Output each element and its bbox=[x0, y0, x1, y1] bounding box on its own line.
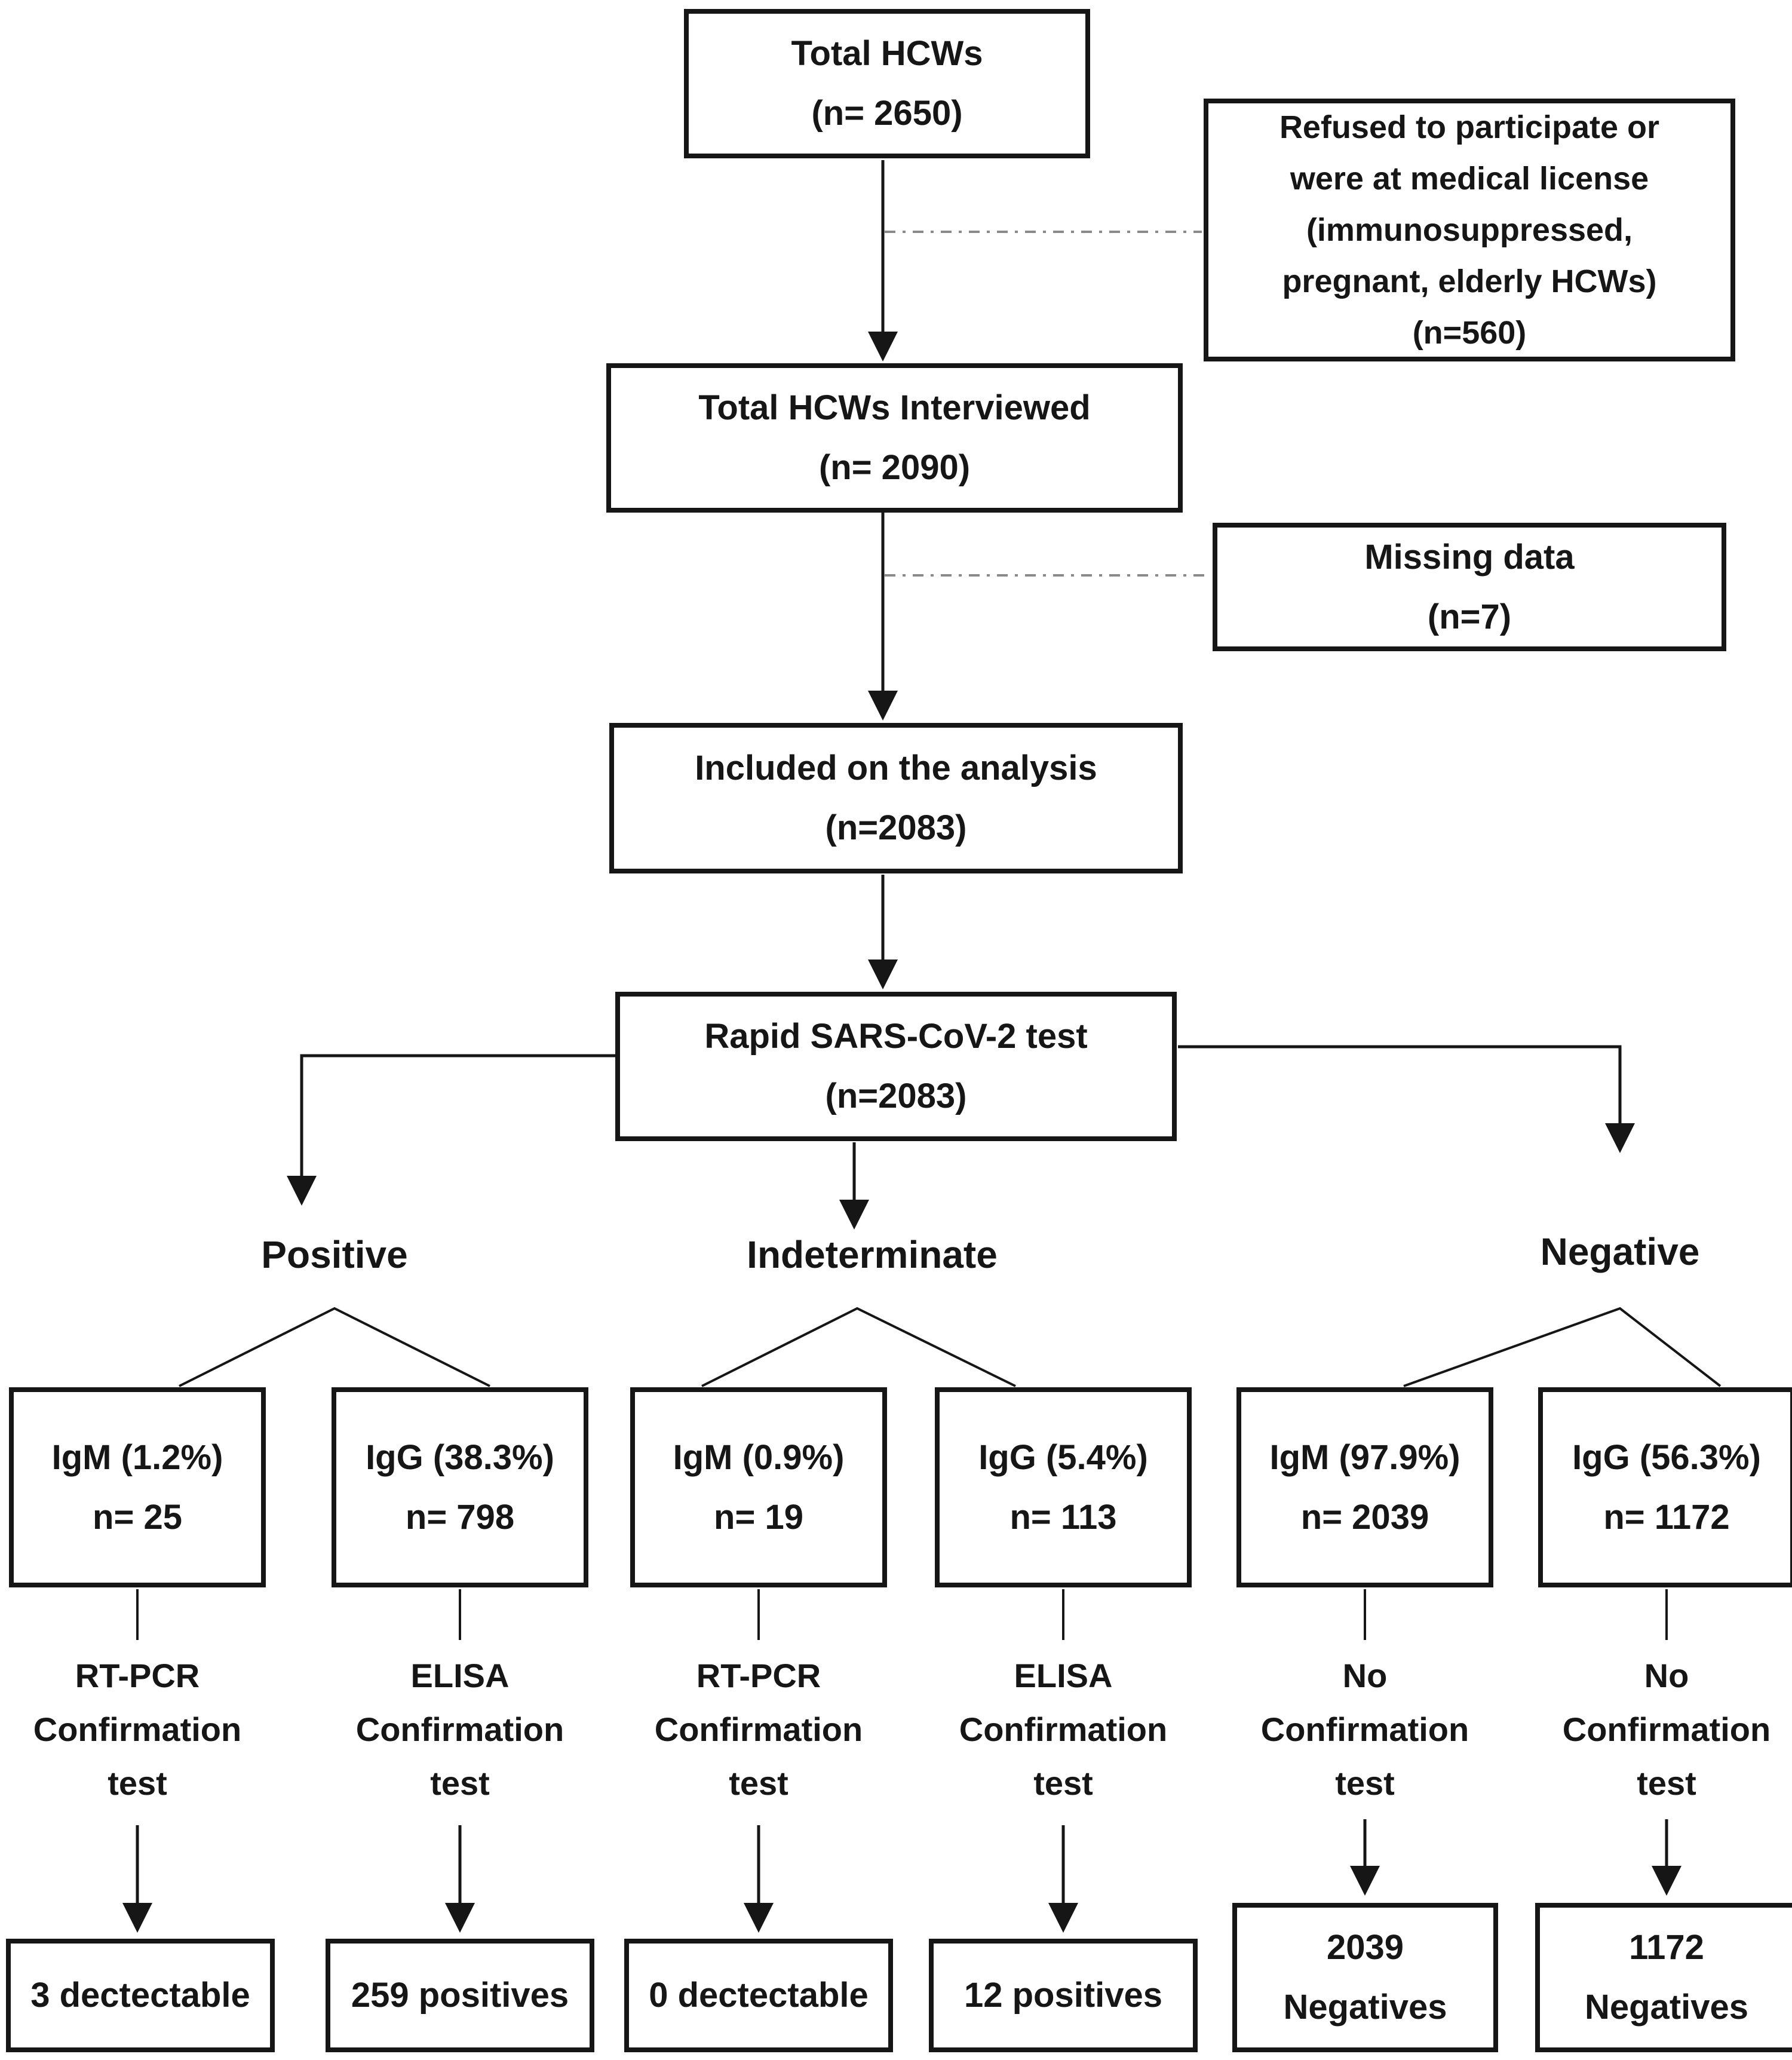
node-refused: Refused to participate or were at medica… bbox=[1204, 99, 1735, 361]
branch-label-negative: Negative bbox=[1540, 1230, 1700, 1273]
label-negative-igg-confirmation: No Confirmation test bbox=[1562, 1657, 1771, 1802]
label-indeterminate-igg-confirmation: ELISA Confirmation test bbox=[959, 1657, 1168, 1802]
label-positive-igg-confirmation: ELISA Confirmation test bbox=[355, 1657, 564, 1802]
node-interviewed-text: Total HCWs Interviewed (n= 2090) bbox=[698, 388, 1091, 487]
node-negative-igg-outcome-text: 1172 Negatives bbox=[1584, 1928, 1749, 2027]
node-negative-igm-outcome-text: 2039 Negatives bbox=[1283, 1928, 1447, 2027]
arrow-rapid-to-positive bbox=[287, 1054, 616, 1206]
node-positive-igg-outcome-text: 259 positives bbox=[351, 1976, 569, 2015]
node-indeterminate-igm-text: IgM (0.9%) n= 19 bbox=[673, 1437, 845, 1537]
label-negative-igm-confirmation: No Confirmation test bbox=[1260, 1657, 1469, 1802]
node-total-hcws: Total HCWs (n= 2650) bbox=[684, 9, 1090, 158]
branch-caret-negative bbox=[1403, 1307, 1722, 1387]
node-included: Included on the analysis (n=2083) bbox=[609, 723, 1183, 873]
node-negative-igm-outcome: 2039 Negatives bbox=[1232, 1903, 1498, 2052]
node-positive-igm-outcome: 3 dectectable bbox=[6, 1939, 275, 2052]
node-total-hcws-text: Total HCWs (n= 2650) bbox=[791, 34, 983, 133]
node-positive-igg-text: IgG (38.3%) n= 798 bbox=[366, 1437, 554, 1537]
label-indeterminate-igm-confirmation: RT-PCR Confirmation test bbox=[654, 1657, 863, 1802]
node-indeterminate-igg-outcome: 12 positives bbox=[929, 1939, 1198, 2052]
label-positive-igm-confirmation: RT-PCR Confirmation test bbox=[33, 1657, 242, 1802]
branch-caret-positive bbox=[179, 1307, 490, 1387]
node-indeterminate-igm-outcome-text: 0 dectectable bbox=[649, 1976, 869, 2015]
node-positive-igm-text: IgM (1.2%) n= 25 bbox=[51, 1437, 223, 1537]
node-rapid-test: Rapid SARS-CoV-2 test (n=2083) bbox=[615, 992, 1177, 1141]
node-indeterminate-igg-outcome-text: 12 positives bbox=[963, 1976, 1163, 2015]
node-indeterminate-igm: IgM (0.9%) n= 19 bbox=[630, 1387, 887, 1587]
node-positive-igg: IgG (38.3%) n= 798 bbox=[332, 1387, 588, 1587]
node-missing-data: Missing data (n=7) bbox=[1213, 523, 1726, 651]
node-positive-igm-outcome-text: 3 dectectable bbox=[30, 1976, 250, 2015]
node-refused-text: Refused to participate or were at medica… bbox=[1279, 109, 1660, 351]
node-positive-igg-outcome: 259 positives bbox=[326, 1939, 594, 2052]
branch-label-indeterminate: Indeterminate bbox=[747, 1233, 998, 1276]
branch-caret-indeterminate bbox=[701, 1307, 1016, 1387]
node-included-text: Included on the analysis (n=2083) bbox=[695, 749, 1097, 847]
node-negative-igm-text: IgM (97.9%) n= 2039 bbox=[1269, 1437, 1460, 1537]
node-indeterminate-igm-outcome: 0 dectectable bbox=[624, 1939, 893, 2052]
node-indeterminate-igg-text: IgG (5.4%) n= 113 bbox=[978, 1437, 1148, 1537]
node-negative-igg-text: IgG (56.3%) n= 1172 bbox=[1572, 1437, 1761, 1537]
branch-label-positive: Positive bbox=[261, 1233, 408, 1276]
node-negative-igg: IgG (56.3%) n= 1172 bbox=[1538, 1387, 1792, 1587]
node-missing-data-text: Missing data (n=7) bbox=[1364, 537, 1575, 636]
node-negative-igm: IgM (97.9%) n= 2039 bbox=[1236, 1387, 1493, 1587]
node-interviewed: Total HCWs Interviewed (n= 2090) bbox=[606, 363, 1183, 513]
node-positive-igm: IgM (1.2%) n= 25 bbox=[9, 1387, 266, 1587]
node-indeterminate-igg: IgG (5.4%) n= 113 bbox=[935, 1387, 1192, 1587]
arrow-rapid-to-negative bbox=[1178, 1045, 1635, 1153]
node-rapid-test-text: Rapid SARS-CoV-2 test (n=2083) bbox=[704, 1017, 1088, 1115]
node-negative-igg-outcome: 1172 Negatives bbox=[1535, 1903, 1792, 2052]
